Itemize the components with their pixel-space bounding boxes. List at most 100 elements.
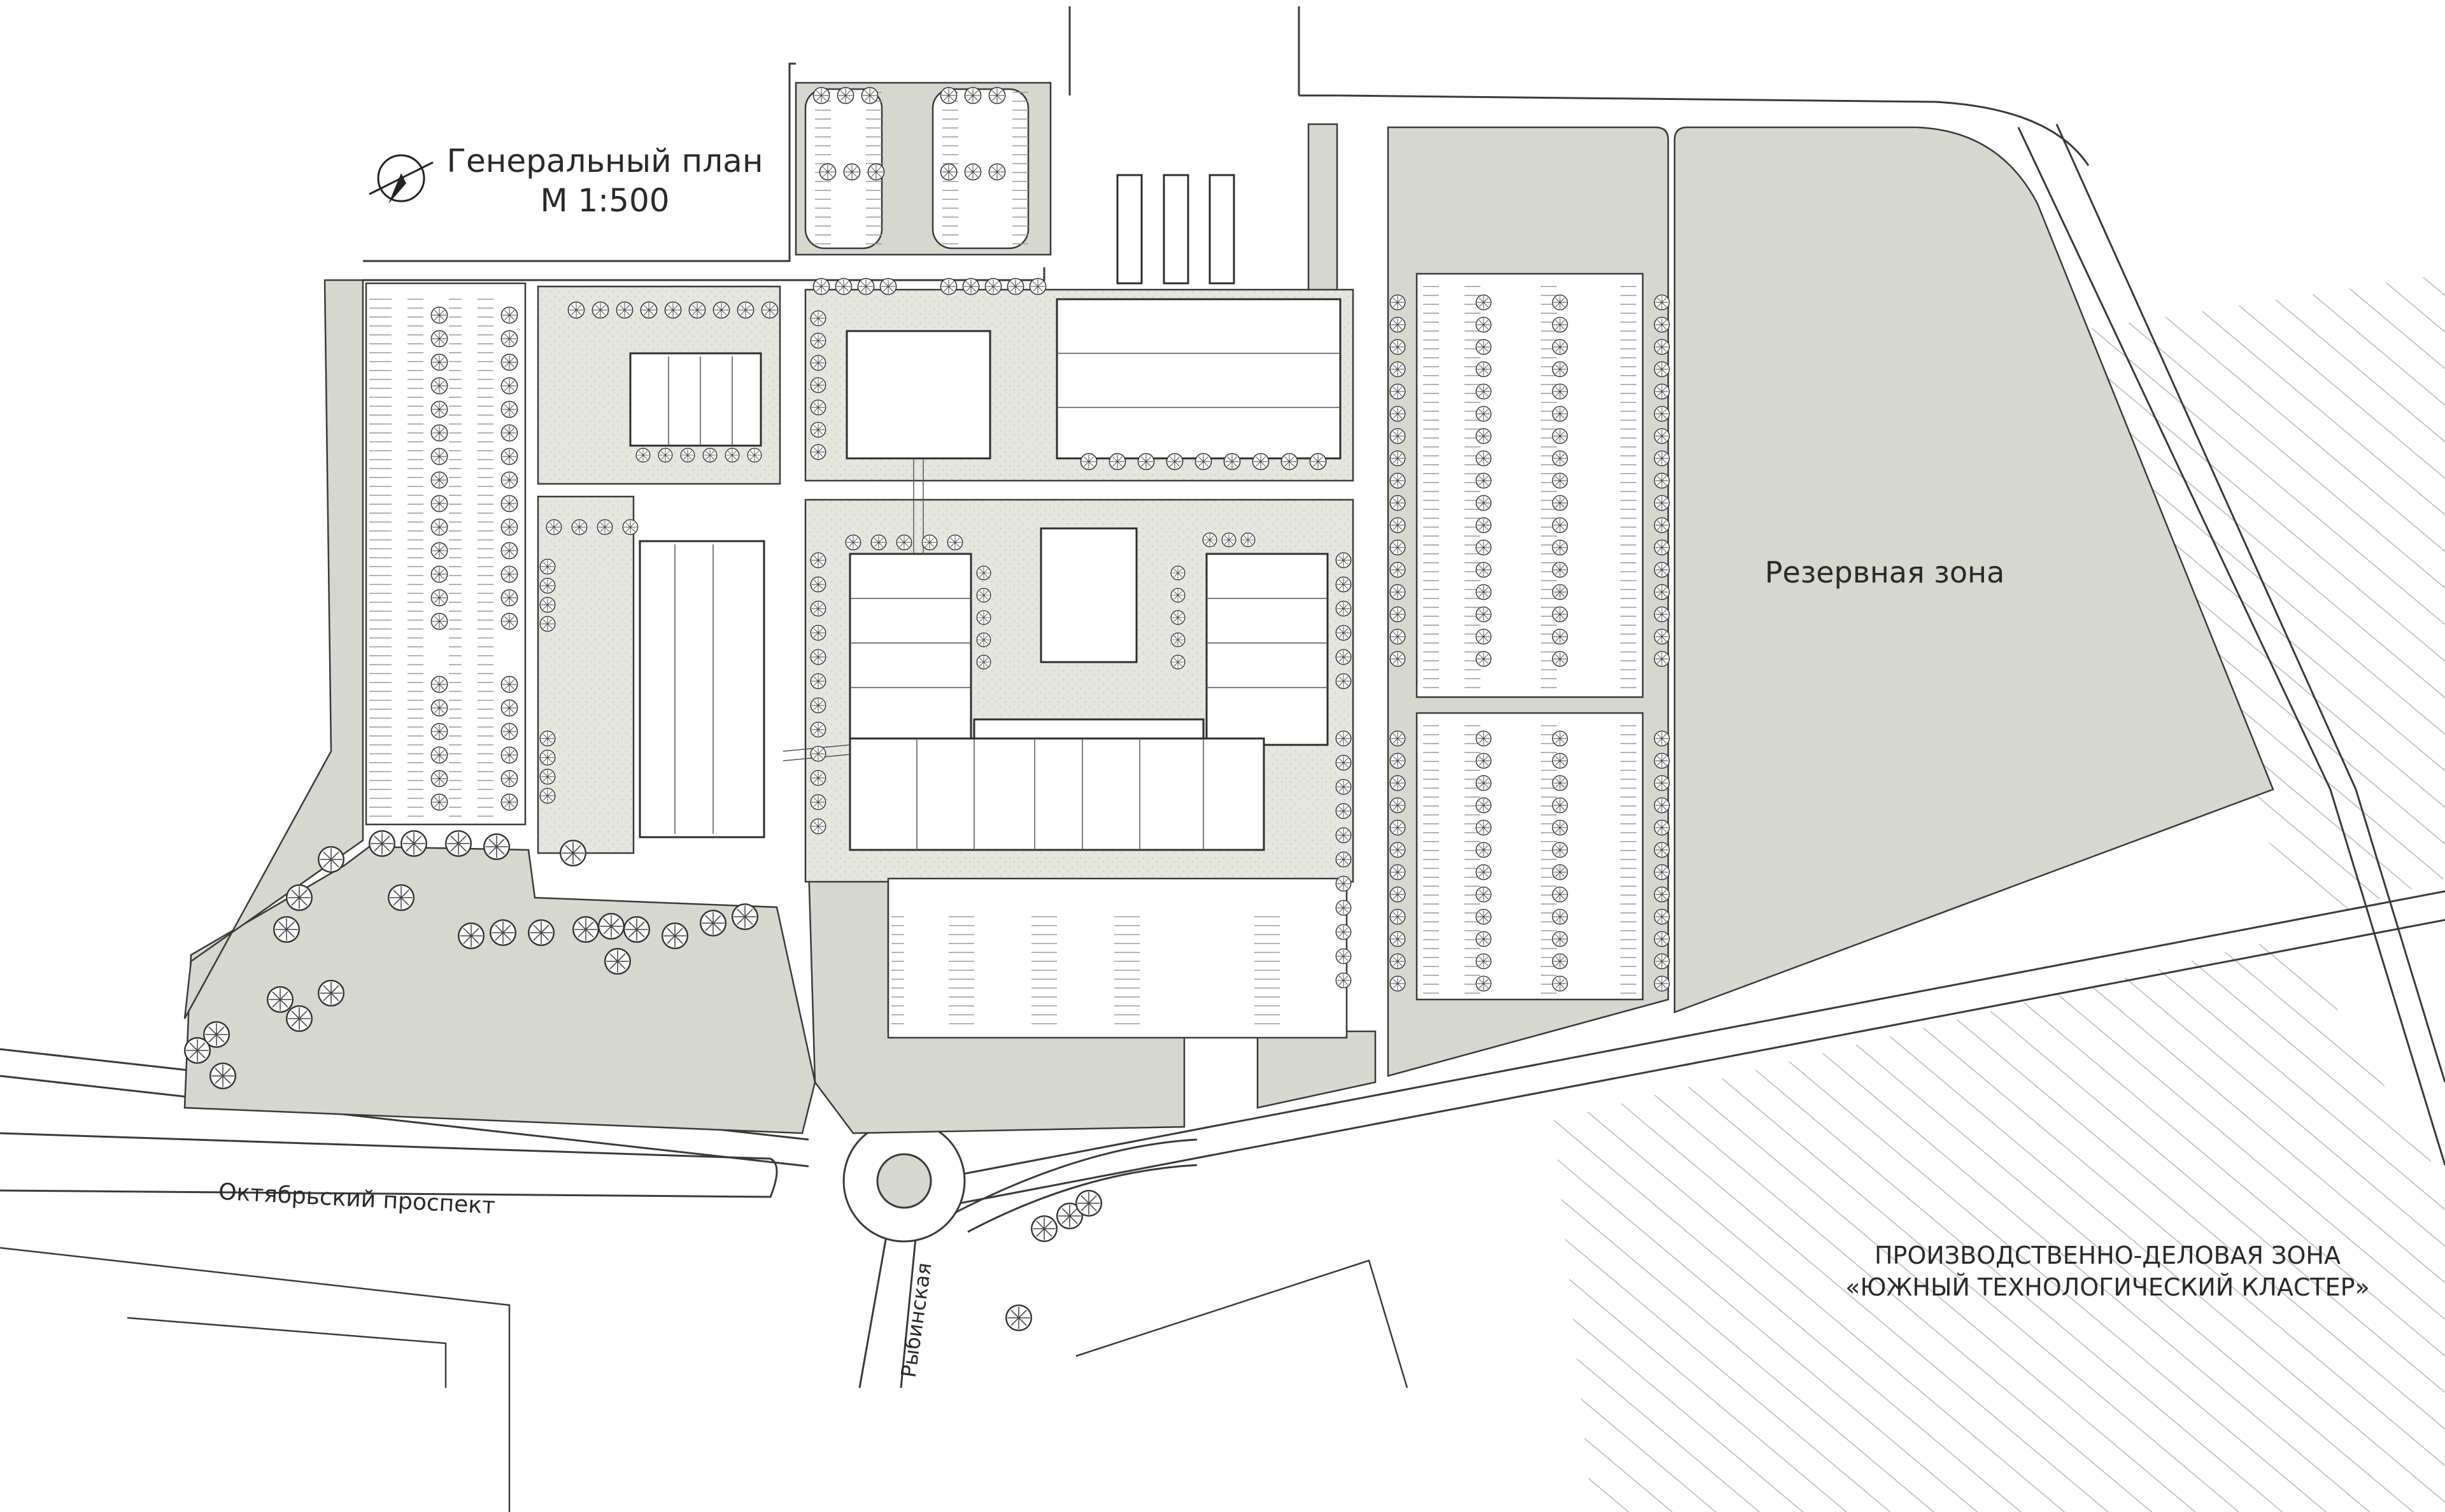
building-north-a bbox=[846, 330, 991, 460]
tree-icon bbox=[984, 278, 1002, 295]
tree-icon bbox=[1389, 495, 1406, 511]
tree-icon bbox=[1654, 361, 1670, 378]
tree-icon bbox=[1137, 453, 1155, 470]
tree-icon bbox=[699, 909, 727, 937]
tree-icon bbox=[810, 794, 826, 810]
tree-icon bbox=[1389, 450, 1406, 467]
tree-icon bbox=[500, 518, 518, 536]
tree-icon bbox=[444, 830, 472, 858]
tree-icon bbox=[1389, 842, 1406, 858]
tree-icon bbox=[857, 278, 875, 295]
tree-icon bbox=[500, 723, 518, 740]
tree-icon bbox=[1475, 730, 1492, 747]
tree-icon bbox=[1389, 606, 1406, 623]
tree-icon bbox=[731, 903, 759, 931]
tree-icon bbox=[1335, 600, 1352, 617]
tree-icon bbox=[539, 749, 556, 766]
reserve-zone bbox=[1673, 126, 2274, 1014]
tree-icon bbox=[430, 448, 448, 465]
tree-icon bbox=[1475, 775, 1492, 791]
tree-icon bbox=[1552, 864, 1568, 880]
tree-icon bbox=[712, 301, 730, 319]
tree-icon bbox=[1240, 532, 1256, 548]
tree-icon bbox=[1475, 606, 1492, 623]
tree-icon bbox=[1389, 472, 1406, 489]
tree-icon bbox=[1389, 628, 1406, 645]
tree-icon bbox=[500, 612, 518, 630]
tree-icon bbox=[1389, 931, 1406, 947]
tree-icon bbox=[1389, 730, 1406, 747]
tree-icon bbox=[1552, 316, 1568, 333]
tree-icon bbox=[1552, 339, 1568, 355]
tree-icon bbox=[1552, 539, 1568, 556]
tree-icon bbox=[1475, 539, 1492, 556]
tree-icon bbox=[819, 163, 837, 181]
tree-icon bbox=[1654, 730, 1670, 747]
tree-icon bbox=[1475, 819, 1492, 836]
tree-icon bbox=[616, 301, 634, 319]
tree-icon bbox=[940, 87, 958, 104]
tree-icon bbox=[1475, 406, 1492, 422]
tree-icon bbox=[500, 495, 518, 512]
tree-icon bbox=[500, 471, 518, 489]
tree-icon bbox=[810, 625, 826, 641]
tree-icon bbox=[1654, 294, 1670, 311]
tree-icon bbox=[1475, 562, 1492, 578]
tree-icon bbox=[702, 448, 718, 463]
tree-icon bbox=[1335, 948, 1352, 964]
tree-icon bbox=[500, 793, 518, 811]
tree-icon bbox=[1335, 754, 1352, 771]
tree-icon bbox=[1389, 294, 1406, 311]
tree-icon bbox=[1552, 428, 1568, 444]
tree-icon bbox=[1654, 931, 1670, 947]
tree-icon bbox=[1552, 953, 1568, 970]
tree-icon bbox=[976, 632, 991, 647]
tree-icon bbox=[1654, 450, 1670, 467]
tree-icon bbox=[430, 471, 448, 489]
tree-icon bbox=[1552, 775, 1568, 791]
tree-icon bbox=[604, 947, 632, 975]
tree-icon bbox=[1389, 975, 1406, 992]
tree-icon bbox=[837, 87, 854, 104]
tree-icon bbox=[1654, 339, 1670, 355]
tree-icon bbox=[430, 793, 448, 811]
tree-icon bbox=[1389, 428, 1406, 444]
tree-icon bbox=[1335, 625, 1352, 641]
tree-icon bbox=[1475, 495, 1492, 511]
tree-icon bbox=[976, 588, 991, 603]
tree-icon bbox=[1654, 539, 1670, 556]
street-label-oktyabrsky: Октябрьский проспект bbox=[218, 1179, 496, 1220]
tree-icon bbox=[1389, 562, 1406, 578]
tree-icon bbox=[810, 673, 826, 689]
tree-icon bbox=[1552, 752, 1568, 769]
tree-icon bbox=[1654, 472, 1670, 489]
parking-lots bbox=[365, 88, 1644, 1039]
tree-icon bbox=[1475, 339, 1492, 355]
building-center bbox=[1040, 527, 1138, 663]
tree-icon bbox=[810, 770, 826, 786]
reserve-zone-label: Резервная зона bbox=[1765, 555, 2005, 590]
tree-icon bbox=[622, 519, 639, 535]
tree-icon bbox=[1389, 819, 1406, 836]
tree-icon bbox=[810, 552, 826, 569]
tree-icon bbox=[539, 768, 556, 785]
tree-icon bbox=[1552, 797, 1568, 814]
tree-icon bbox=[1475, 472, 1492, 489]
tree-icon bbox=[1252, 453, 1270, 470]
tree-icon bbox=[387, 884, 415, 912]
tree-icon bbox=[976, 654, 991, 670]
tree-icon bbox=[500, 330, 518, 348]
building-small-north bbox=[629, 352, 762, 447]
tree-icon bbox=[812, 278, 830, 295]
tree-icon bbox=[1389, 584, 1406, 600]
tree-icon bbox=[1552, 584, 1568, 600]
tree-icon bbox=[457, 922, 485, 950]
tree-icon bbox=[1552, 651, 1568, 667]
tree-icon bbox=[810, 399, 826, 416]
tree-icon bbox=[597, 912, 625, 940]
tree-icon bbox=[1475, 908, 1492, 925]
tree-icon bbox=[430, 723, 448, 740]
tree-icon bbox=[430, 306, 448, 324]
tree-icon bbox=[810, 377, 826, 393]
